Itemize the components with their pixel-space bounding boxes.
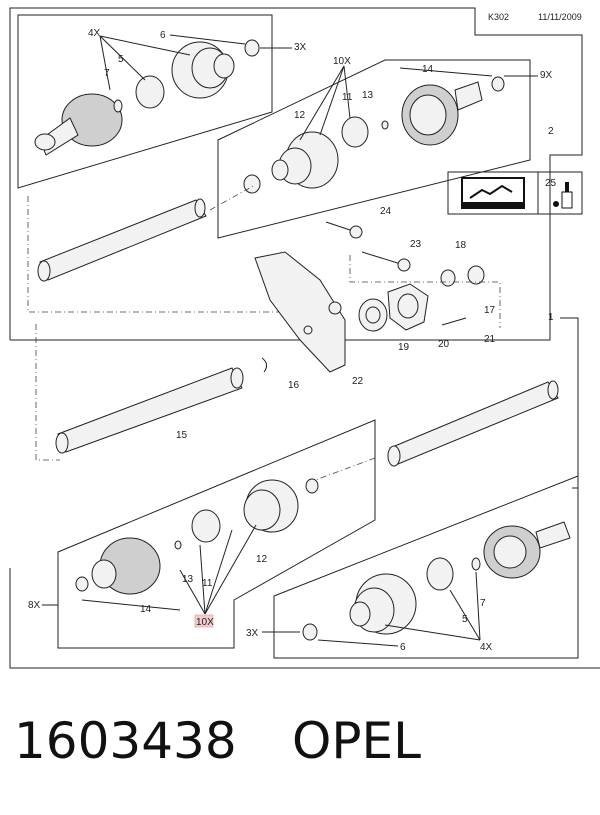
label-top-6: 6 — [160, 30, 166, 41]
label-bot-5: 5 — [462, 614, 468, 625]
inset-bottom-right — [273, 475, 579, 659]
diagram-code: K302 — [488, 12, 509, 22]
label-mid-16: 16 — [288, 380, 300, 391]
label-bot-11: 11 — [202, 578, 213, 589]
label-mid-10x: 10X — [333, 56, 351, 67]
label-top-4x: 4X — [88, 28, 101, 39]
inset-top-left — [17, 14, 273, 189]
label-mid-9x: 9X — [540, 70, 553, 81]
inset-top-right — [217, 59, 531, 239]
label-mid-20: 20 — [438, 339, 450, 350]
flange-20 — [387, 283, 429, 331]
grease-tube-icon — [553, 182, 573, 209]
frame-shaft-2 — [9, 7, 583, 341]
label-mid-1: 1 — [548, 312, 554, 323]
label-mid-22: 22 — [352, 376, 364, 387]
inner-cv-joint-bottom — [75, 537, 161, 595]
boot-bottom — [174, 478, 319, 550]
bearing-bracket — [254, 251, 346, 373]
label-mid-13: 13 — [362, 90, 374, 101]
label-bot-10x: 10X — [196, 617, 214, 628]
label-bot-3x: 3X — [246, 628, 259, 639]
bearing-19 — [358, 298, 388, 332]
label-mid-19: 19 — [398, 342, 410, 353]
ring-17 — [467, 265, 485, 285]
boot-top — [135, 39, 260, 109]
label-mid-23: 23 — [410, 239, 422, 250]
boot-middle — [243, 131, 339, 194]
frame-shaft-1 — [560, 317, 579, 489]
label-mid-25: 25 — [545, 178, 557, 189]
inner-cv-joint-top — [341, 76, 505, 148]
drive-shaft-1 — [387, 380, 559, 467]
label-bot-12: 12 — [256, 554, 268, 565]
drive-shaft-2 — [37, 198, 207, 282]
label-bot-8x: 8X — [28, 600, 41, 611]
outer-cv-joint-top — [34, 93, 123, 156]
label-top-5: 5 — [118, 54, 124, 65]
label-mid-18: 18 — [455, 240, 467, 251]
bolt-23 — [361, 251, 411, 272]
label-mid-17: 17 — [484, 305, 496, 316]
ring-18 — [440, 269, 456, 287]
outer-cv-joint-bottom — [471, 521, 571, 579]
circlip-16 — [261, 357, 268, 373]
label-mid-14: 14 — [422, 64, 434, 75]
label-mid-24: 24 — [380, 206, 392, 217]
label-mid-15: 15 — [176, 430, 188, 441]
brand-name: OPEL — [292, 712, 421, 770]
label-bot-14: 14 — [140, 604, 152, 615]
highlight-10x — [194, 614, 214, 628]
bolt-24 — [325, 221, 363, 239]
label-bot-7: 7 — [480, 598, 486, 609]
exploded-parts-diagram: K302 11/11/2009 4X 6 3X 5 7 — [9, 7, 600, 669]
part-number: 1603438 — [14, 712, 237, 770]
label-mid-21: 21 — [484, 334, 496, 345]
boot-bottom-right — [302, 557, 454, 641]
label-top-3x: 3X — [294, 42, 307, 53]
label-mid-2: 2 — [548, 126, 554, 137]
intermediate-shaft-15 — [55, 367, 244, 454]
bolt-21 — [441, 317, 467, 326]
label-mid-12: 12 — [294, 110, 306, 121]
label-bot-6: 6 — [400, 642, 406, 653]
label-bot-4x: 4X — [480, 642, 493, 653]
inset-bottom-left — [57, 419, 376, 649]
icons-box — [447, 171, 583, 215]
diagram-date: 11/11/2009 — [538, 12, 582, 22]
label-bot-13: 13 — [182, 574, 194, 585]
manual-book-icon — [461, 177, 525, 209]
